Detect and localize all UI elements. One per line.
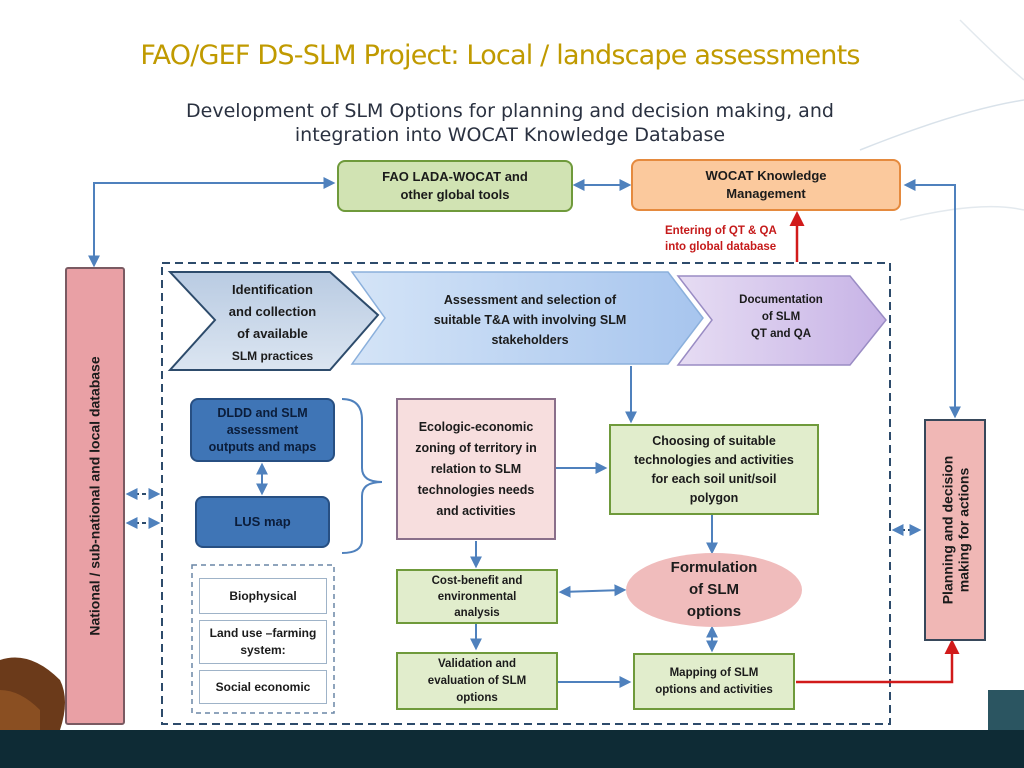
validation-line-1: Validation and [438, 657, 516, 670]
zoning-line-4: technologies needs [417, 482, 535, 497]
chevron-identification [167, 271, 380, 371]
national-db-label: National / sub-national and local databa… [87, 356, 103, 636]
arrow-db-to-fao [88, 177, 336, 268]
dldd-line-2: assessment [226, 422, 299, 437]
page-title: FAO/GEF DS-SLM Project: Local / landscap… [140, 40, 860, 71]
decor-curve [959, 19, 1024, 81]
entering-line-2: into global database [665, 241, 777, 253]
validation-line-2: evaluation of SLM [427, 674, 527, 687]
chevron-documentation [676, 275, 887, 366]
planning-line-2: making for actions [955, 467, 972, 593]
dldd-box: DLDD and SLM assessment outputs and maps [190, 398, 335, 462]
arrow-wocat-planning [903, 179, 961, 419]
zoning-line-5: and activities [436, 503, 516, 518]
entering-line-1: Entering of QT & QA [665, 225, 777, 237]
subtitle-line-2: integration into WOCAT Knowledge Databas… [294, 124, 726, 146]
validation-line-3: options [456, 691, 498, 704]
cost-benefit-line-3: analysis [454, 606, 500, 619]
choosing-line-4: polygon [689, 490, 739, 505]
lus-map-label: LUS map [234, 514, 291, 529]
social-economic-label: Social economic [215, 680, 311, 694]
planning-line-1: Planning and decision [939, 455, 956, 605]
page-subtitle: Development of SLM Options for planning … [150, 99, 870, 147]
decor-curve [899, 205, 1024, 221]
chevron2-line-3: stakeholders [491, 333, 569, 347]
wocat-km-line-2: Management [726, 186, 806, 201]
chevron1-line-2: and collection [228, 304, 317, 319]
wocat-km-line-1: WOCAT Knowledge [705, 168, 827, 183]
fao-tools-line-2: other global tools [400, 187, 510, 202]
arrow-mapping-planning [796, 639, 960, 684]
chevron-assessment-text: Assessment and selection of suitable T&A… [395, 290, 665, 350]
lus-map-box: LUS map [195, 496, 330, 548]
entering-label: Entering of QT & QA into global database [665, 223, 777, 255]
choosing-line-3: for each soil unit/soil [651, 471, 777, 486]
chevron3-line-1: Documentation [739, 294, 823, 306]
process-frame [161, 262, 891, 725]
zoning-line-3: relation to SLM [430, 461, 522, 476]
mapping-line-1: Mapping of SLM [669, 666, 759, 679]
validation-box: Validation and evaluation of SLM options [396, 652, 558, 710]
arrow-cost-formulation [558, 584, 627, 598]
land-use-line-2: system: [240, 643, 286, 657]
inputs-frame [191, 564, 335, 714]
national-db-box: National / sub-national and local databa… [65, 267, 125, 725]
decor-block [988, 690, 1024, 730]
chevron-documentation-text: Documentation of SLM QT and QA [716, 292, 846, 343]
zoning-line-1: Ecologic-economic [418, 419, 534, 434]
biophysical-box: Biophysical [199, 578, 327, 614]
choosing-box: Choosing of suitable technologies and ac… [609, 424, 819, 515]
footer-band [0, 730, 1024, 768]
formulation-line-2: of SLM [688, 581, 739, 598]
zoning-line-2: zoning of territory in [415, 440, 537, 455]
chevron3-line-2: of SLM [761, 311, 801, 323]
chevron1-line-3: of available [237, 326, 308, 341]
decor-curve [859, 99, 1024, 151]
land-use-line-1: Land use –farming [209, 626, 317, 640]
formulation-line-3: options [686, 603, 742, 620]
brace [341, 398, 383, 554]
chevron3-line-3: QT and QA [750, 328, 812, 340]
zoning-box: Ecologic-economic zoning of territory in… [396, 398, 556, 540]
choosing-line-2: technologies and activities [634, 452, 794, 467]
formulation-ellipse: Formulation of SLM options [626, 553, 802, 627]
cost-benefit-line-1: Cost-benefit and [431, 574, 523, 587]
subtitle-line-1: Development of SLM Options for planning … [186, 100, 834, 122]
chevron-identification-text: Identification and collection of availab… [210, 279, 335, 367]
decor-hand-shape [0, 690, 40, 730]
chevron1-line-1: Identification [232, 282, 313, 297]
dldd-line-1: DLDD and SLM [217, 405, 308, 420]
chevron2-line-2: suitable T&A with involving SLM [433, 313, 627, 327]
land-use-box: Land use –farming system: [199, 620, 327, 664]
mapping-line-2: options and activities [655, 683, 773, 696]
biophysical-label: Biophysical [229, 589, 297, 603]
fao-tools-line-1: FAO LADA-WOCAT and [382, 169, 528, 184]
chevron-assessment [350, 271, 704, 365]
chevron1-line-4: SLM practices [231, 349, 314, 363]
choosing-line-1: Choosing of suitable [652, 433, 776, 448]
mapping-box: Mapping of SLM options and activities [633, 653, 795, 710]
cost-benefit-box: Cost-benefit and environmental analysis [396, 569, 558, 624]
social-economic-box: Social economic [199, 670, 327, 704]
fao-tools-box: FAO LADA-WOCAT and other global tools [337, 160, 573, 212]
cost-benefit-line-2: environmental [437, 590, 517, 603]
dldd-line-3: outputs and maps [208, 439, 317, 454]
chevron2-line-1: Assessment and selection of [443, 293, 617, 307]
formulation-line-1: Formulation [670, 559, 758, 576]
